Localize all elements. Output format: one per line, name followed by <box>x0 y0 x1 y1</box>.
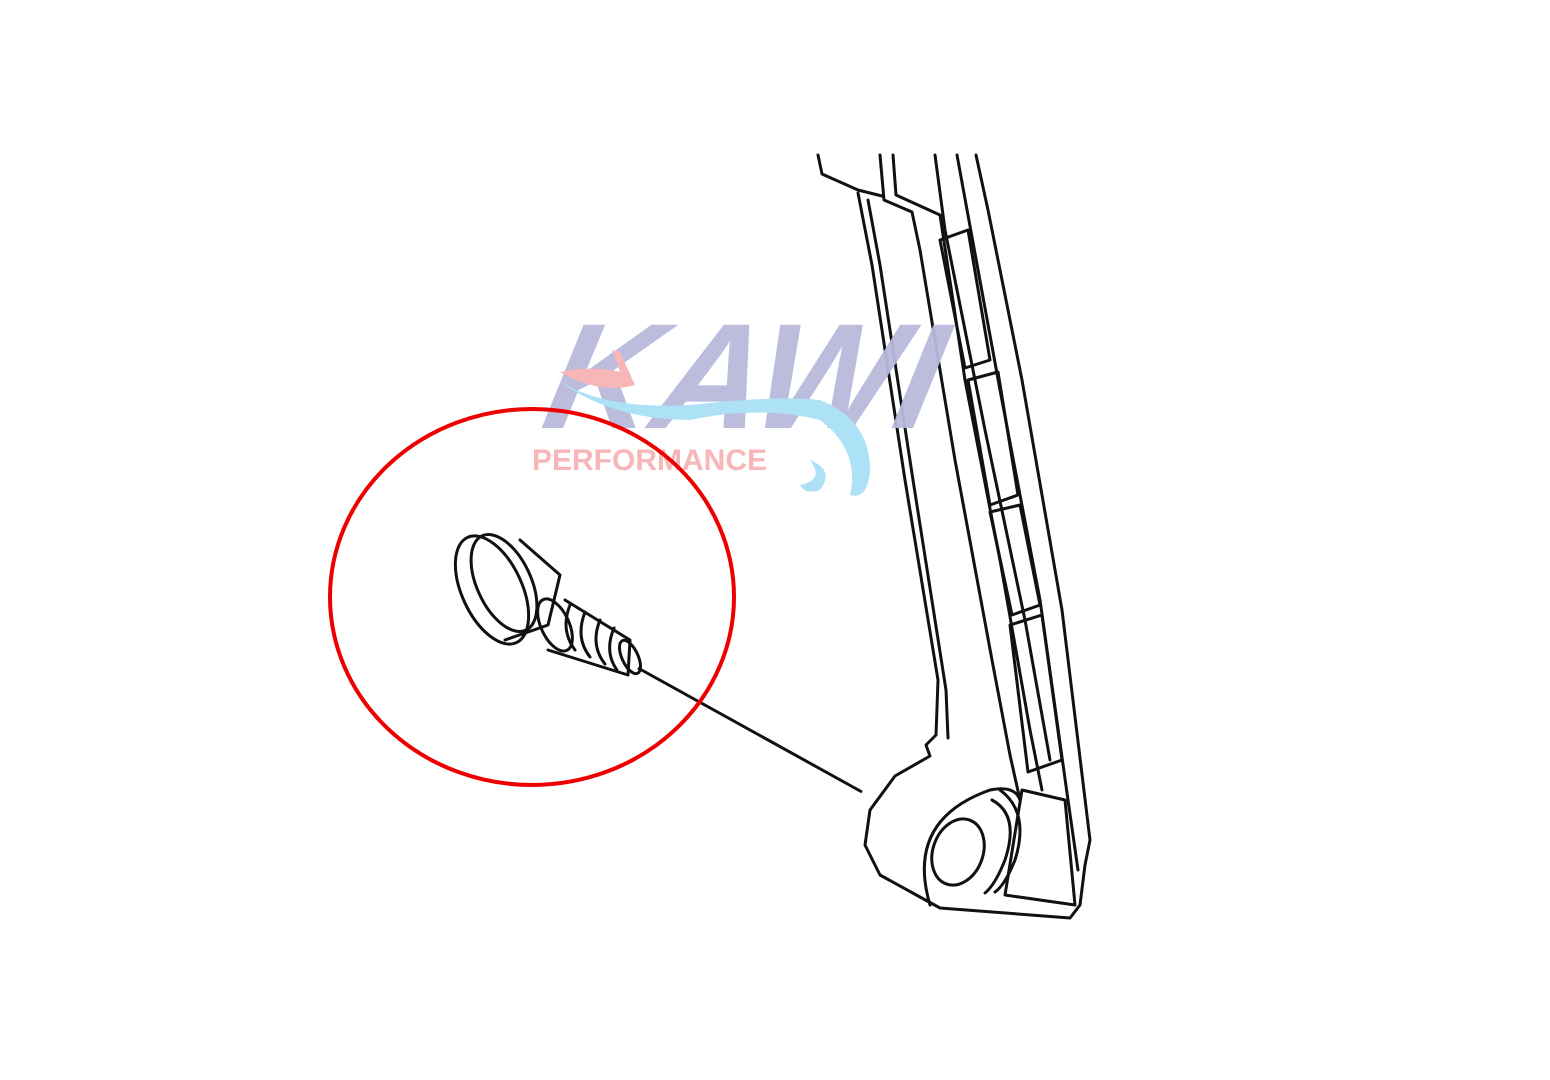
watermark-logo: KAWI PERFORMANCE <box>532 294 962 496</box>
leader-line <box>637 666 863 794</box>
highlight-circle <box>328 407 736 787</box>
chain-guide <box>816 153 1092 920</box>
bolt <box>453 533 643 677</box>
watermark-tagline: PERFORMANCE <box>532 444 767 477</box>
